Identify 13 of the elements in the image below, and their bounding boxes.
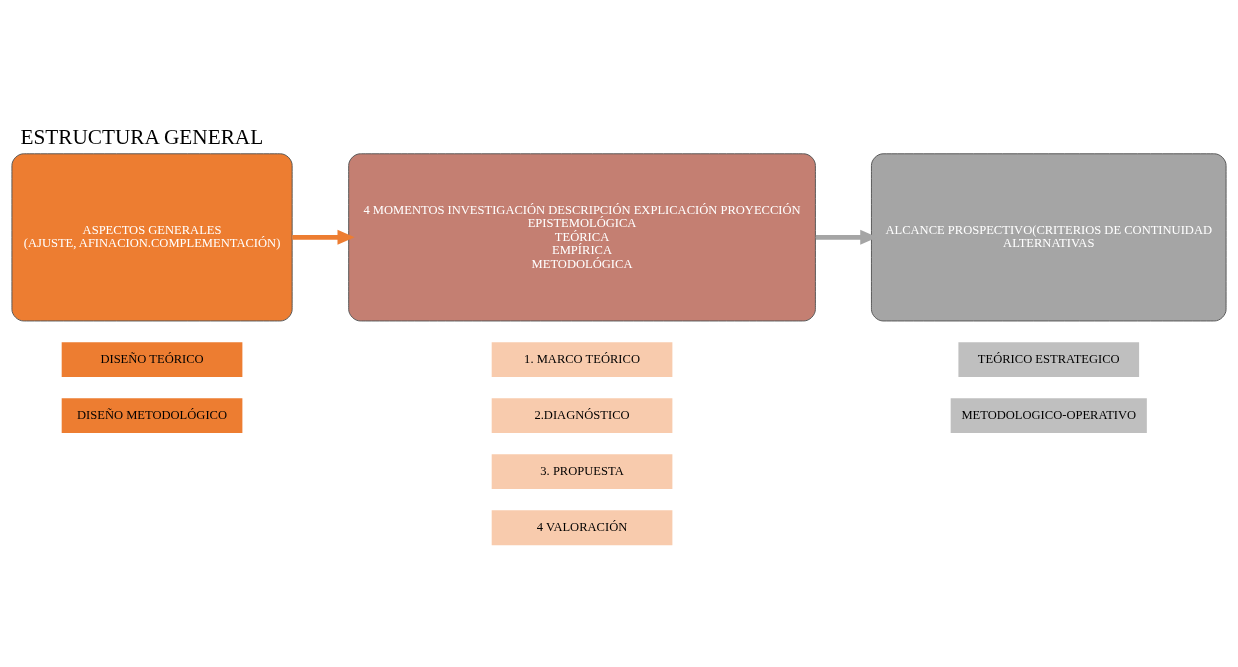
node-box: ASPECTOS GENERALES (AJUSTE, AFINACION.COMPLEMENTACIÓN) bbox=[11, 152, 293, 321]
node-box: 4 MOMENTOS INVESTIGACIÓN DESCRIPCIÓN EXPLICACIÓN PROYECCIÓN EPISTEMOLÓGICA TEÓRICA EMPÍRICA METODOLÓGICA bbox=[348, 152, 816, 321]
node-box: TEÓRICO ESTRATEGICO bbox=[958, 341, 1140, 377]
node-box: DISEÑO TEÓRICO bbox=[61, 341, 243, 377]
node-box: ALCANCE PROSPECTIVO(CRITERIOS DE CONTINUIDAD ALTERNATIVAS bbox=[870, 152, 1227, 321]
node-box: 1. MARCO TEÓRICO bbox=[491, 341, 673, 377]
node-box: 4 VALORACIÓN bbox=[491, 509, 673, 545]
node-box: DISEÑO METODOLÓGICO bbox=[61, 397, 243, 433]
node-box: 3. PROPUESTA bbox=[491, 453, 673, 489]
diagram-title: ESTRUCTURA GENERAL bbox=[20, 124, 264, 149]
arrow bbox=[292, 229, 355, 245]
node-box: 2.DIAGNÓSTICO bbox=[491, 397, 673, 433]
node-box: METODOLOGICO-OPERATIVO bbox=[950, 397, 1147, 433]
